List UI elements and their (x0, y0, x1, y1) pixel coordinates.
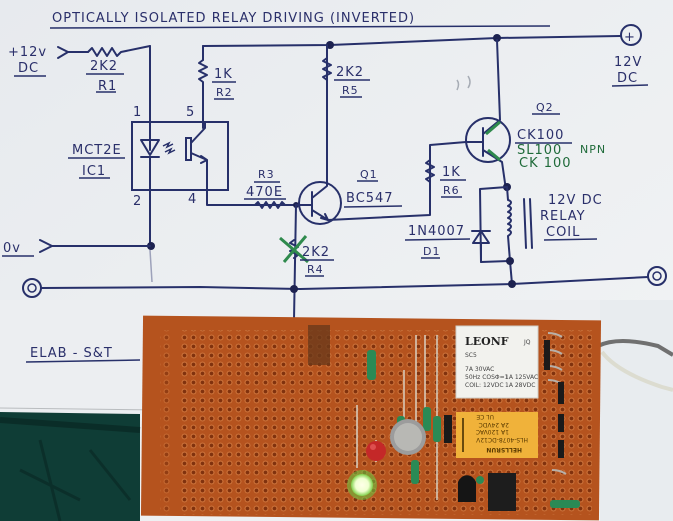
relay-coil-icon (506, 186, 513, 285)
supply-positive-terminal (620, 24, 642, 46)
input-dc-label: DC (18, 61, 39, 76)
diode-component (444, 415, 452, 443)
q2-transistor-icon (465, 117, 511, 163)
relay1-spec2: 50Hz COSΦ=1 (465, 374, 509, 381)
diode-d1-icon (471, 230, 491, 263)
supply-dc-label: DC (617, 71, 638, 86)
ic1-part: MCT2E (72, 143, 122, 158)
wire-cable-white (600, 350, 673, 392)
q2-ref: Q2 (536, 101, 554, 114)
bottom-ground-rail (40, 276, 649, 290)
resistor-component (411, 460, 419, 484)
pcb-board: LEONF JQ SC5 7A 30VAC 50Hz COSΦ=1 COIL: … (140, 315, 673, 521)
relay2-model: HLS-4078-DC12V (475, 436, 528, 443)
input-ground-label: 0v (3, 241, 21, 256)
q2-alt-part-2: CK 100 (519, 156, 572, 171)
relay-white: LEONF JQ SC5 7A 30VAC 50Hz COSΦ=1 COIL: … (455, 325, 539, 399)
resistor-r1 (87, 45, 151, 57)
d1-ref: D1 (423, 245, 440, 258)
q2-alt-part-1: SL100 (517, 143, 562, 158)
ic1-pin1: 1 (133, 105, 142, 120)
resistor-component (423, 407, 431, 431)
r2-ref: R2 (216, 86, 233, 99)
resistor-r2 (198, 59, 208, 121)
supply-voltage-label: 12V (614, 55, 642, 70)
relay1-mark: JQ (523, 339, 531, 346)
led-green-on (351, 474, 373, 496)
resistor-r6 (425, 159, 435, 183)
r6-ref: R6 (443, 184, 460, 197)
r4-crossout-mark (279, 235, 309, 264)
ground-terminal-right (647, 266, 667, 286)
q1-ref: Q1 (360, 168, 378, 181)
wire-cable-grey (597, 339, 673, 357)
supply-plus-symbol: + (624, 30, 636, 45)
ic1-pin2: 2 (133, 194, 142, 209)
relay2-marks: UL CE (476, 413, 494, 420)
ic1-led-icon (140, 121, 160, 191)
relay1-spec3: COIL: 12VDC (465, 382, 504, 389)
resistor-component (367, 350, 376, 380)
r1-ref: R1 (98, 79, 117, 94)
relay-yellow: HELLSRUN HLS-4078-DC12V 1A 120VAC 2A 24V… (456, 412, 538, 458)
schematic-title: OPTICALLY ISOLATED RELAY DRIVING (INVERT… (52, 11, 415, 26)
relay2-brand: HELLSRUN (486, 446, 522, 453)
relay1-brand: LEONF (465, 335, 509, 348)
table-surface (0, 412, 140, 521)
white-cloth (600, 300, 673, 521)
relay-spec-line1: 12V DC (548, 193, 603, 208)
resistor-r3 (254, 201, 297, 209)
r4-value: 2K2 (302, 245, 330, 260)
relay2-spec2: 2A 24VDC (479, 421, 509, 428)
q2-part: CK100 (517, 128, 564, 143)
relay1-model: SC5 (465, 352, 477, 359)
q1-part: BC547 (346, 191, 394, 206)
ic1-ref: IC1 (82, 164, 106, 179)
top-supply-rail (202, 35, 621, 47)
relay1-spec5: 1A 28VDC (505, 382, 535, 389)
r5-ref: R5 (342, 84, 359, 97)
ic1-phototransistor-icon (185, 137, 192, 161)
relay1-spec1: 7A 30VAC (465, 366, 494, 373)
input-connector-ground (39, 239, 151, 253)
ic1-pin5: 5 (186, 105, 195, 120)
relay-spec-line3: COIL (546, 225, 580, 240)
r2-value: 1K (214, 67, 233, 82)
r5-value: 2K2 (336, 65, 364, 80)
d1-part: 1N4007 (408, 224, 465, 239)
resistor-component (550, 500, 580, 508)
r3-value: 470E (246, 185, 283, 200)
r6-value: 1K (442, 165, 461, 180)
to92-transistor (458, 475, 476, 502)
r1-value: 2K2 (90, 59, 118, 74)
r4-ref: R4 (307, 263, 324, 276)
footer-label: ELAB - S&T (30, 346, 113, 361)
dip-ic-optocoupler (488, 473, 516, 511)
ic1-pin4: 4 (188, 192, 197, 207)
r3-ref: R3 (258, 168, 275, 181)
relay1-spec4: 1A 125VAC (505, 374, 538, 381)
relay2-spec1: 1A 120VAC (476, 428, 509, 435)
input-connector-positive (57, 46, 89, 59)
relay-spec-line2: RELAY (540, 209, 586, 224)
ic1-optocoupler-box (131, 121, 229, 191)
resistor-component (433, 416, 441, 442)
input-voltage-label: +12v (8, 45, 47, 60)
q1-transistor-icon (298, 181, 342, 225)
q2-type-note: NPN (580, 143, 606, 156)
led-red-off (366, 441, 386, 461)
schematic: OPTICALLY ISOLATED RELAY DRIVING (INVERT… (2, 11, 667, 363)
